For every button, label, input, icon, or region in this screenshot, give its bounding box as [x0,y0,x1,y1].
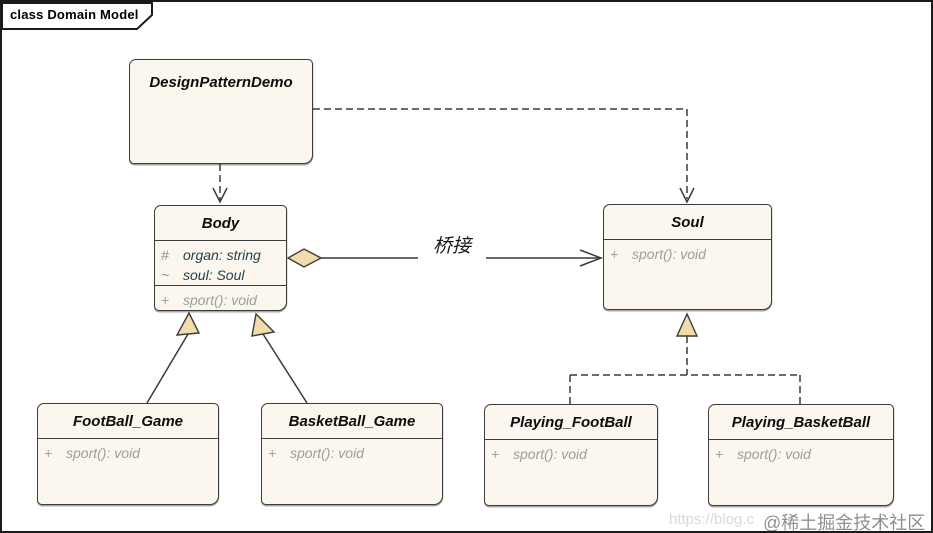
dependency-arrow-demo-to-body[interactable] [212,164,228,204]
operation-text: sport(): void [66,445,140,461]
operation-text: sport(): void [737,446,811,462]
operations-compartment: + sport(): void [155,285,286,312]
operations-compartment: + sport(): void [38,438,218,504]
realization-playing-to-soul[interactable] [569,312,801,404]
frame-tab-label: class Domain Model [10,7,139,22]
operation-text: sport(): void [290,445,364,461]
operation: + sport(): void [610,244,765,264]
operations-compartment: + sport(): void [485,439,657,505]
class-designpatterndemo[interactable]: DesignPatternDemo [129,59,313,164]
class-title: Playing_BasketBall [731,413,871,431]
visibility-symbol: + [715,446,724,462]
attribute-text: organ: string [183,247,261,263]
visibility-symbol: + [610,246,619,262]
operation-text: sport(): void [183,292,257,308]
operation: + sport(): void [44,443,212,463]
dependency-arrow-demo-to-soul[interactable] [313,108,695,204]
operations-compartment: + sport(): void [604,239,771,309]
operation: + sport(): void [491,444,651,464]
class-title: Playing_FootBall [510,413,632,431]
class-footballgame[interactable]: FootBall_Game + sport(): void [37,403,219,505]
attribute: # organ: string [161,245,280,265]
class-title: Soul [671,213,704,231]
visibility-symbol: + [44,445,53,461]
operation-text: sport(): void [632,246,706,262]
operations-compartment: + sport(): void [262,438,442,504]
visibility-symbol: + [268,445,277,461]
generalization-triangle [175,311,201,336]
class-body[interactable]: Body # organ: string ~ soul: Soul + spor… [154,205,287,311]
class-playingfootball[interactable]: Playing_FootBall + sport(): void [484,404,658,506]
class-title: FootBall_Game [72,412,184,430]
realization-triangle [675,312,699,337]
watermark-url: https://blog.c [669,511,755,528]
aggregation-diamond [286,248,323,268]
class-title: BasketBall_Game [288,412,416,430]
visibility-symbol: # [161,247,169,263]
visibility-symbol: + [491,446,500,462]
class-basketballgame[interactable]: BasketBall_Game + sport(): void [261,403,443,505]
frame-tab-shape [2,2,153,30]
attribute-text: soul: Soul [183,267,245,283]
operation-text: sport(): void [513,446,587,462]
watermark-community: @稀土掘金技术社区 [763,513,926,533]
attributes-compartment: # organ: string ~ soul: Soul [155,240,286,285]
class-title: DesignPatternDemo [149,73,293,91]
operation: + sport(): void [161,290,280,310]
generalization-basketballgame-to-body[interactable] [251,312,308,404]
visibility-symbol: ~ [161,267,170,283]
operations-compartment: + sport(): void [709,439,893,505]
generalization-triangle [251,312,276,337]
visibility-symbol: + [161,292,170,308]
generalization-footballgame-to-body[interactable] [146,311,201,404]
bridge-relationship-label: 桥接 [418,231,486,260]
operation: + sport(): void [268,443,436,463]
attribute: ~ soul: Soul [161,265,280,285]
operation: + sport(): void [715,444,887,464]
class-soul[interactable]: Soul + sport(): void [603,204,772,310]
class-playingbasketball[interactable]: Playing_BasketBall + sport(): void [708,404,894,506]
class-title: Body [201,214,240,232]
